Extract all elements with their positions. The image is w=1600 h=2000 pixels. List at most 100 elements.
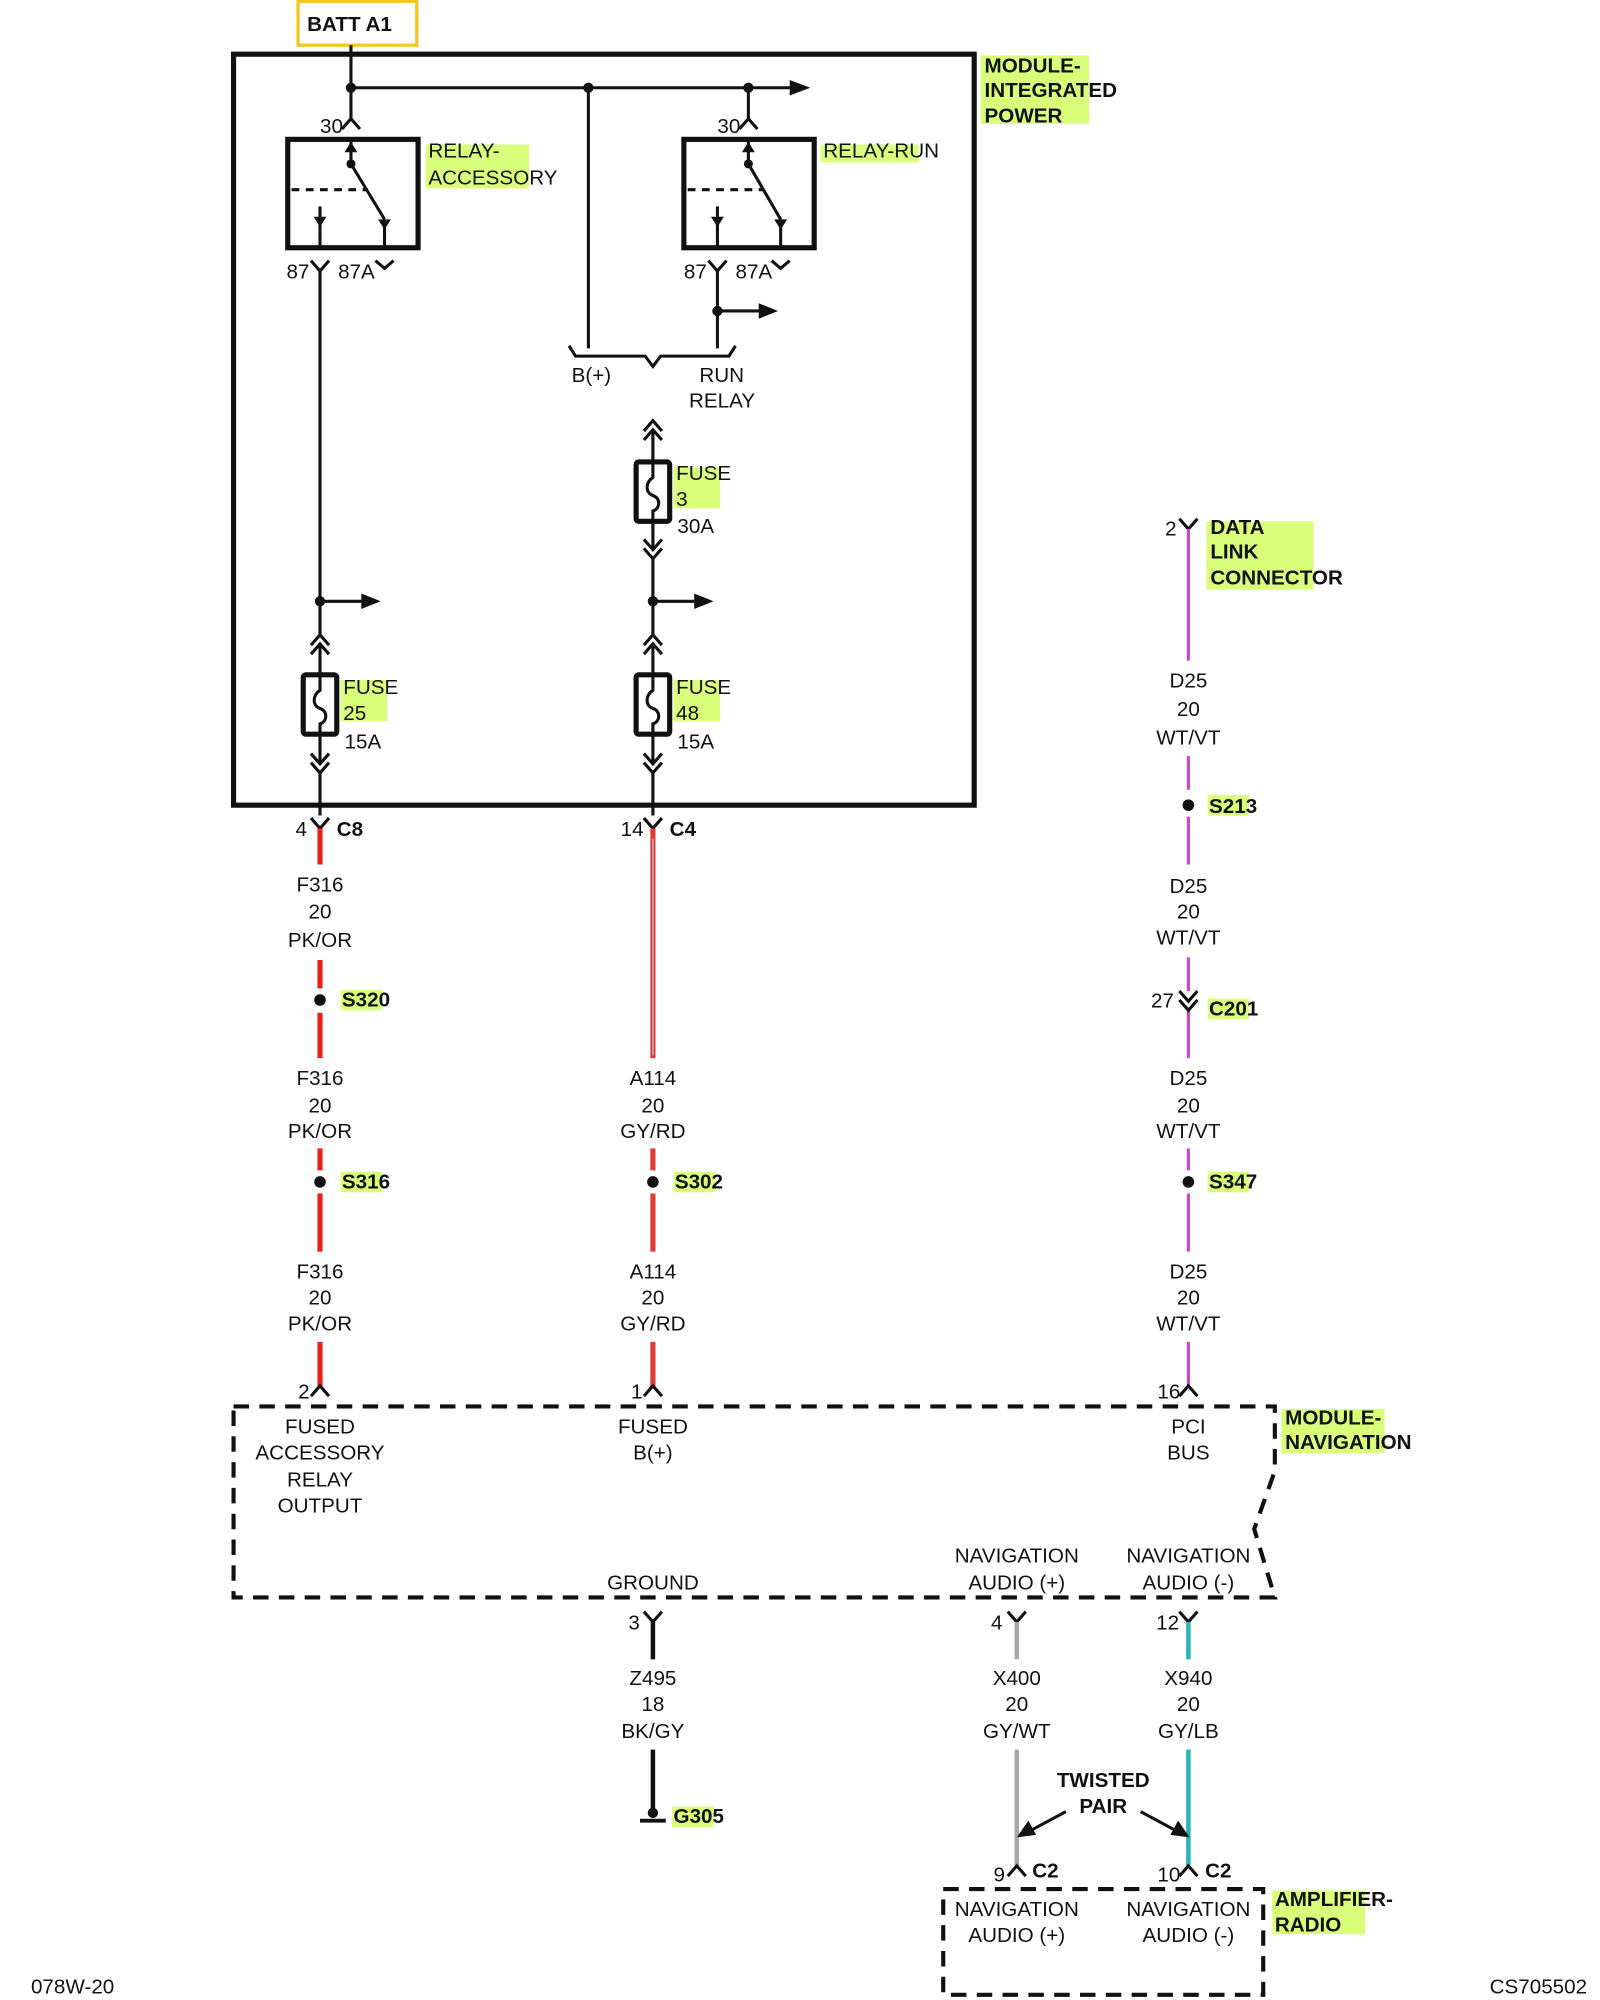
pin-87-run: 87 [684,261,707,284]
run-label: RUN [699,364,744,387]
pin-87A-acc: 87A [338,261,375,284]
footer-left-code: 078W-20 [31,1976,114,1999]
d25-gauge-2: 20 [1177,901,1200,924]
amp-audio-pos-1: NAVIGATION [955,1898,1079,1921]
pin-1-nav: 1 [631,1381,642,1404]
pin-4-nav: 4 [991,1612,1002,1635]
bplus-label: B(+) [572,364,612,387]
f316-color-1: PK/OR [288,929,352,952]
f316-name-1: F316 [296,874,343,897]
d25-name-2: D25 [1169,875,1207,898]
integrated-power-module-frame [230,51,977,808]
nav-audio-neg-2: AUDIO (-) [1143,1572,1235,1595]
amp-audio-neg-2: AUDIO (-) [1143,1924,1235,1947]
d25-gauge-3: 20 [1177,1094,1200,1117]
fused-acc-3: RELAY [287,1468,353,1491]
batt-box [296,0,419,47]
relay-accessory [285,136,421,251]
x400-name: X400 [993,1667,1041,1690]
pci-2: BUS [1167,1441,1209,1464]
pin-2-nav: 2 [298,1381,309,1404]
x940-name: X940 [1164,1667,1212,1690]
amplifier-radio-frame [941,1886,1266,1997]
nav-audio-pos-1: NAVIGATION [955,1545,1079,1568]
amp-radio-label-2: RADIO [1275,1914,1341,1937]
fused-acc-2: ACCESSORY [255,1441,384,1464]
pin-9: 9 [994,1863,1005,1886]
twisted-pair-label-1: TWISTED [1057,1769,1150,1792]
footer-right-code: CS705502 [1490,1976,1587,1999]
x400-color: GY/WT [983,1720,1051,1743]
pin-4-c8: 4 [295,818,306,841]
pin-87-acc: 87 [286,261,309,284]
pin-87A-run: 87A [735,261,772,284]
a114-name-2: A114 [630,1261,677,1284]
connector-c2-b: C2 [1205,1859,1231,1882]
d25-name-1: D25 [1169,670,1207,693]
d25-name-3: D25 [1169,1067,1207,1090]
splice-s302 [647,1176,659,1188]
fuse25-amp: 15A [345,730,382,753]
pin-27: 27 [1151,990,1174,1013]
connector-c4: C4 [670,818,697,841]
x400-gauge: 20 [1005,1693,1028,1716]
mip-label-2: INTEGRATED [985,79,1118,102]
nav-audio-neg-1: NAVIGATION [1126,1545,1250,1568]
d25-color-2: WT/VT [1156,927,1221,950]
z495-name: Z495 [629,1667,676,1690]
relay-acc-label-1: RELAY- [428,139,499,162]
pin-2-dlc: 2 [1165,517,1176,540]
pin-12: 12 [1156,1612,1179,1635]
relay-acc-label-2: ACCESSORY [428,167,557,190]
pin-3: 3 [628,1612,639,1635]
splice-s347-label: S347 [1209,1170,1257,1193]
splice-s213 [1182,799,1195,811]
mip-label-1: MODULE- [985,54,1081,77]
splice-s213-label: S213 [1209,795,1257,818]
pin-16-nav: 16 [1157,1381,1180,1404]
splice-s316 [314,1176,326,1188]
fuse3-amp: 30A [677,515,714,538]
splice-s347 [1182,1176,1195,1188]
z495-color: BK/GY [621,1720,684,1743]
fuse3-label-2: 3 [676,488,687,511]
relay-run-label: RELAY-RUN [823,139,939,162]
nav-module-label-1: MODULE- [1285,1407,1381,1430]
pin-14-c4: 14 [621,818,644,841]
twisted-pair-label-2: PAIR [1079,1795,1127,1818]
splice-s320-label: S320 [342,988,390,1011]
amp-audio-neg-1: NAVIGATION [1126,1898,1250,1921]
z495-gauge: 18 [641,1693,664,1716]
ground-icon [640,1807,666,1823]
d25-gauge-4: 20 [1177,1287,1200,1310]
splice-s316-label: S316 [342,1170,390,1193]
amp-audio-pos-2: AUDIO (+) [968,1924,1065,1947]
d25-gauge-1: 20 [1177,698,1200,721]
pci-1: PCI [1171,1416,1205,1439]
fused-acc-4: OUTPUT [278,1494,363,1517]
fuse48-label-1: FUSE [676,676,731,699]
f316-name-3: F316 [296,1261,343,1284]
d25-name-4: D25 [1169,1261,1207,1284]
pin-30-acc: 30 [320,115,343,138]
fuse25-label-2: 25 [343,702,366,725]
f316-name-2: F316 [296,1067,343,1090]
fuse48-label-2: 48 [676,702,699,725]
a114-color-2: GY/RD [620,1312,685,1335]
d25-color-4: WT/VT [1156,1312,1221,1335]
nav-audio-pos-2: AUDIO (+) [968,1572,1065,1595]
fused-b-1: FUSED [618,1416,688,1439]
f316-gauge-3: 20 [309,1287,332,1310]
nav-module-label-2: NAVIGATION [1285,1431,1411,1454]
splice-s320 [314,994,326,1006]
f316-gauge-1: 20 [309,901,332,924]
connector-c8: C8 [337,818,363,841]
pin-10: 10 [1157,1863,1180,1886]
relay-label: RELAY [689,390,755,413]
fuse48-amp: 15A [677,730,714,753]
amp-radio-label-1: AMPLIFIER- [1275,1888,1393,1911]
dlc-label-1: DATA [1210,516,1264,539]
d25-color-3: WT/VT [1156,1120,1221,1143]
mip-label-3: POWER [985,105,1063,128]
